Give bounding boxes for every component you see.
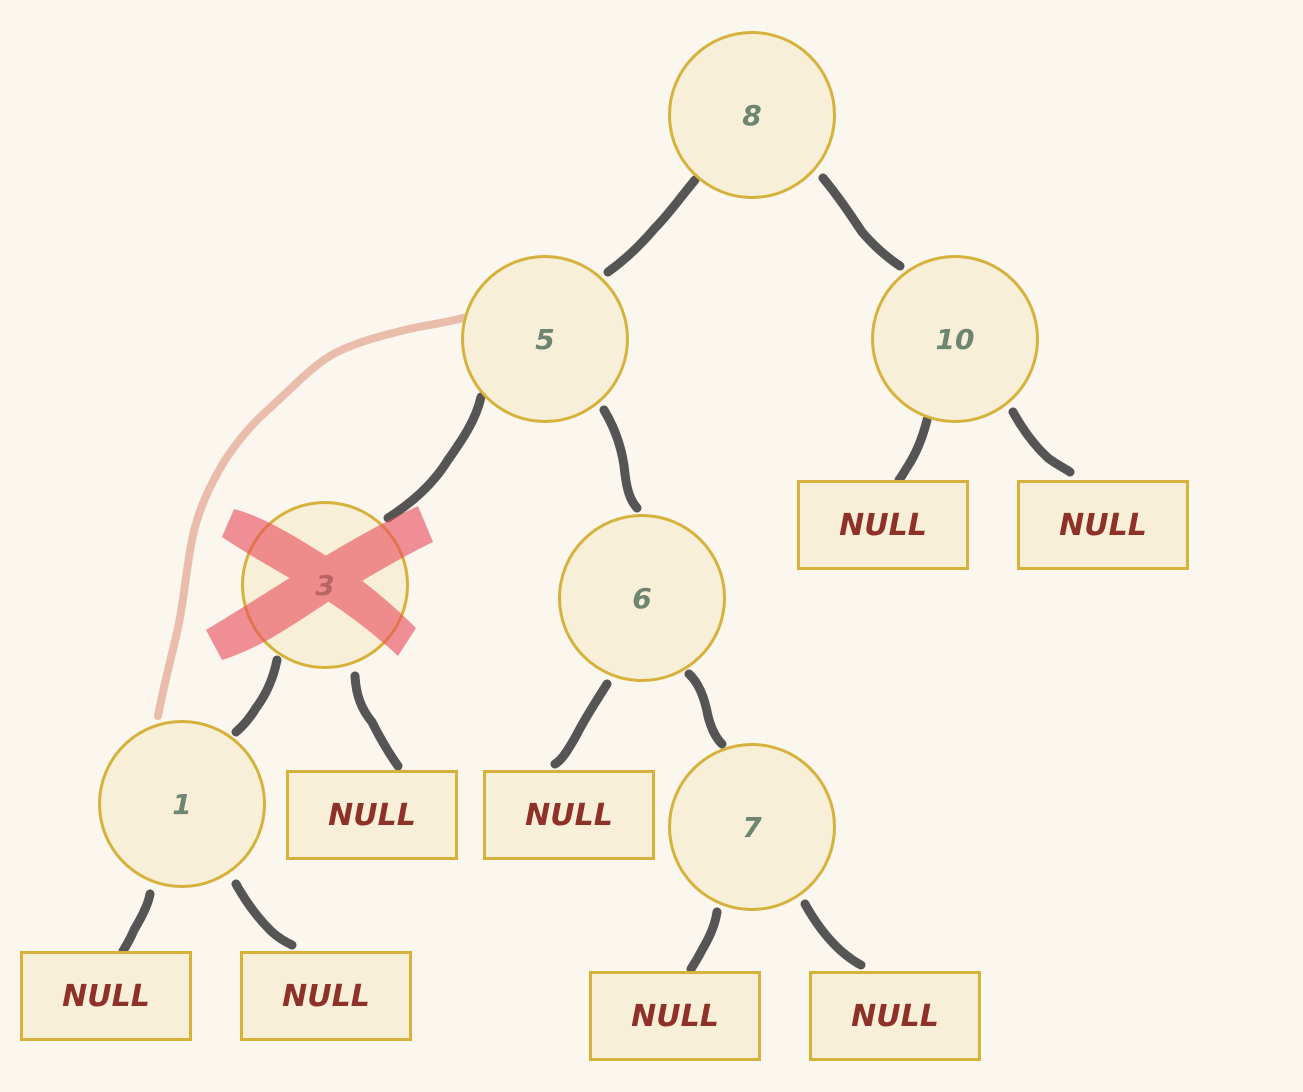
null-leaf: NULL	[20, 951, 192, 1041]
null-leaf: NULL	[797, 480, 969, 570]
null-label: NULL	[631, 998, 719, 1034]
null-leaf: NULL	[286, 770, 458, 860]
edge-10-null-right	[1008, 407, 1075, 477]
edge-6-null	[550, 679, 612, 769]
tree-node-1: 1	[98, 720, 266, 888]
edge-7-null-right	[800, 899, 866, 970]
null-leaf: NULL	[809, 971, 981, 1061]
edge-8-10	[818, 173, 905, 271]
tree-node-7: 7	[668, 743, 836, 911]
edge-5-6	[599, 405, 642, 513]
node-value: 7	[742, 810, 762, 844]
tree-node-10: 10	[871, 255, 1039, 423]
edge-3-null	[350, 671, 403, 771]
tree-node-8: 8	[668, 31, 836, 199]
edge-7-null-left	[686, 907, 722, 974]
node-value: 6	[632, 581, 652, 615]
node-value: 3	[315, 568, 335, 602]
null-label: NULL	[1059, 507, 1147, 543]
null-label: NULL	[839, 507, 927, 543]
node-value: 8	[742, 98, 762, 132]
tree-node-6: 6	[558, 514, 726, 682]
null-label: NULL	[525, 797, 613, 833]
node-value: 1	[172, 787, 192, 821]
edge-1-null-right	[231, 879, 297, 950]
null-label: NULL	[328, 797, 416, 833]
null-label: NULL	[282, 978, 370, 1014]
edge-1-null-left	[118, 889, 155, 956]
null-label: NULL	[62, 978, 150, 1014]
null-leaf: NULL	[240, 951, 412, 1041]
null-leaf: NULL	[589, 971, 761, 1061]
tree-node-3: 3	[241, 501, 409, 669]
null-leaf: NULL	[483, 770, 655, 860]
null-leaf: NULL	[1017, 480, 1189, 570]
edge-6-7	[684, 669, 727, 749]
edge-8-5	[603, 175, 700, 277]
edge-10-null-left	[894, 415, 932, 485]
null-label: NULL	[851, 998, 939, 1034]
edge-3-1	[231, 655, 282, 737]
node-value: 10	[935, 322, 975, 356]
node-value: 5	[535, 322, 555, 356]
tree-node-5: 5	[461, 255, 629, 423]
edge-5-3	[383, 392, 486, 523]
